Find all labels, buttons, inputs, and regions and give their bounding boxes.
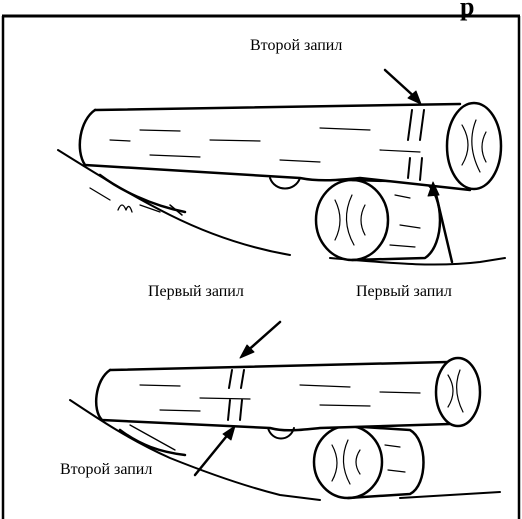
top-support-log xyxy=(316,180,440,260)
label-first-cut-right: Первый запил xyxy=(356,284,452,300)
top-arrows xyxy=(385,70,452,262)
label-second-cut-top: Второй запил xyxy=(250,38,342,54)
bottom-main-log xyxy=(96,358,480,439)
label-first-cut-left: Первый запил xyxy=(148,284,244,300)
bottom-support-log xyxy=(314,426,424,498)
figure-frame xyxy=(2,16,520,519)
top-main-log xyxy=(80,103,501,190)
top-scene xyxy=(58,70,505,265)
label-second-cut-bottom: Второй запил xyxy=(60,462,152,478)
